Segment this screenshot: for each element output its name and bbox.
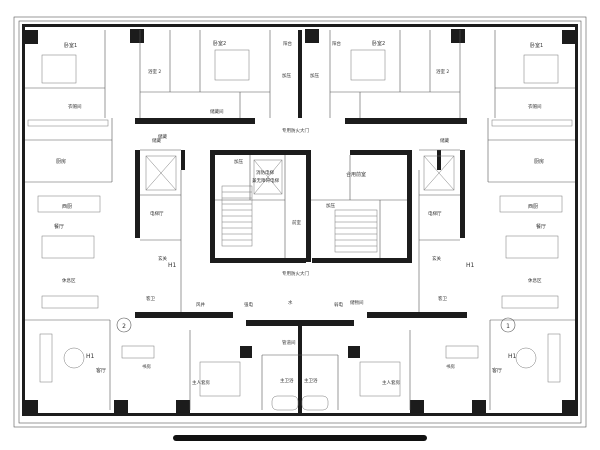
- room-kitchen-right: 厨房: [534, 158, 544, 165]
- room-storage-left: 储藏间: [210, 108, 224, 115]
- room-pressurize-4: 加压: [310, 72, 319, 79]
- furniture: [27, 49, 573, 411]
- room-dining-left: 餐厅: [54, 223, 64, 230]
- room-bedroom1-right: 卧室1: [530, 42, 543, 49]
- axis-bubble-right: [500, 317, 516, 333]
- room-lounge-left: 休息区: [62, 277, 76, 284]
- room-elevator-hall-left: 电梯厅: [150, 210, 164, 217]
- room-fire-lift-sub: 兼无障碍电梯: [252, 177, 279, 184]
- room-bedroom2-left: 卧室2: [213, 40, 226, 47]
- room-pipe-well: 管道间: [282, 339, 296, 346]
- axis-label-left: 2: [122, 323, 126, 330]
- room-western-kitchen-left: 西厨: [62, 204, 72, 210]
- door-unit-gate-bottom: 专用防火大门: [282, 270, 309, 277]
- room-balcony-right: 阳台: [332, 40, 341, 47]
- core-walls: [135, 30, 467, 415]
- elevator-shafts: [145, 155, 455, 195]
- room-bedroom2-right: 卧室2: [372, 40, 385, 47]
- room-master-bed-right: 主人套房: [382, 379, 400, 386]
- axis-markers: 2 1: [116, 317, 516, 333]
- room-elevator-hall-right: 电梯厅: [428, 210, 442, 217]
- room-foyer-left: 玄关: [158, 255, 167, 262]
- room-closet-right: 衣帽间: [528, 103, 542, 110]
- room-bath2-left: 浴室 2: [148, 68, 161, 75]
- home-indicator-bar[interactable]: [173, 435, 427, 441]
- door-unit-gate-top: 专用防火大门: [282, 127, 309, 134]
- room-pressurize-1: 加压: [234, 158, 243, 165]
- room-western-kitchen-right: 西厨: [528, 204, 538, 210]
- unit-tag-right: H1: [466, 262, 475, 269]
- partitions: [25, 30, 575, 410]
- room-fire-lift: 消防电梯: [256, 169, 274, 176]
- unit-tag-left: H1: [168, 262, 177, 269]
- room-leftover: 储物间: [350, 299, 364, 306]
- room-master-bed-left: 主人套房: [192, 379, 210, 386]
- structural-columns: [24, 29, 576, 414]
- room-labels: 卧室1 卧室2 浴室 2 阳台 衣帽间 储藏间 加压 厨房 西厨 餐厅 休息区 …: [54, 40, 546, 386]
- room-master-bath-left: 主卫浴: [280, 377, 294, 384]
- room-living-right: 客厅: [492, 367, 502, 374]
- room-pressurize-2: 加压: [326, 202, 335, 209]
- room-pressurize-3: 加压: [282, 72, 291, 79]
- unit-tag-left-living: H1: [86, 353, 95, 360]
- room-study-right: 书房: [446, 363, 455, 370]
- room-bedroom1-left: 卧室1: [64, 42, 77, 49]
- axis-bubble-left: [116, 317, 132, 333]
- room-closet-left: 衣帽间: [68, 103, 82, 110]
- room-balcony-left: 阳台: [283, 40, 292, 47]
- room-hall-name: 储藏: [158, 133, 167, 140]
- room-public-lobby: 合用前室: [346, 171, 366, 178]
- room-guest-wc-right: 客卫: [438, 295, 447, 302]
- room-strong-well: 强电: [244, 301, 253, 308]
- axis-label-right: 1: [506, 323, 510, 330]
- room-lounge-right: 休息区: [528, 277, 542, 284]
- room-dining-right: 餐厅: [536, 223, 546, 230]
- room-foyer-right: 玄关: [432, 255, 441, 262]
- room-fridge-left: 储藏: [152, 137, 161, 144]
- room-master-bath-right: 主卫浴: [304, 377, 318, 384]
- room-guest-wc-left: 客卫: [146, 295, 155, 302]
- room-study-left: 书房: [142, 363, 151, 370]
- room-water-well: 水: [288, 299, 293, 306]
- room-weak-well: 弱电: [334, 301, 343, 308]
- unit-tag-right-living: H1: [508, 353, 517, 360]
- stair-hatch: [221, 185, 378, 253]
- room-living-left: 客厅: [96, 367, 106, 374]
- room-shared-stair: 前室: [292, 219, 301, 226]
- room-fridge-right: 储藏: [440, 137, 449, 144]
- room-wind-well: 风井: [196, 301, 205, 308]
- room-bath2-right: 浴室 2: [436, 68, 449, 75]
- room-kitchen-left: 厨房: [56, 158, 66, 165]
